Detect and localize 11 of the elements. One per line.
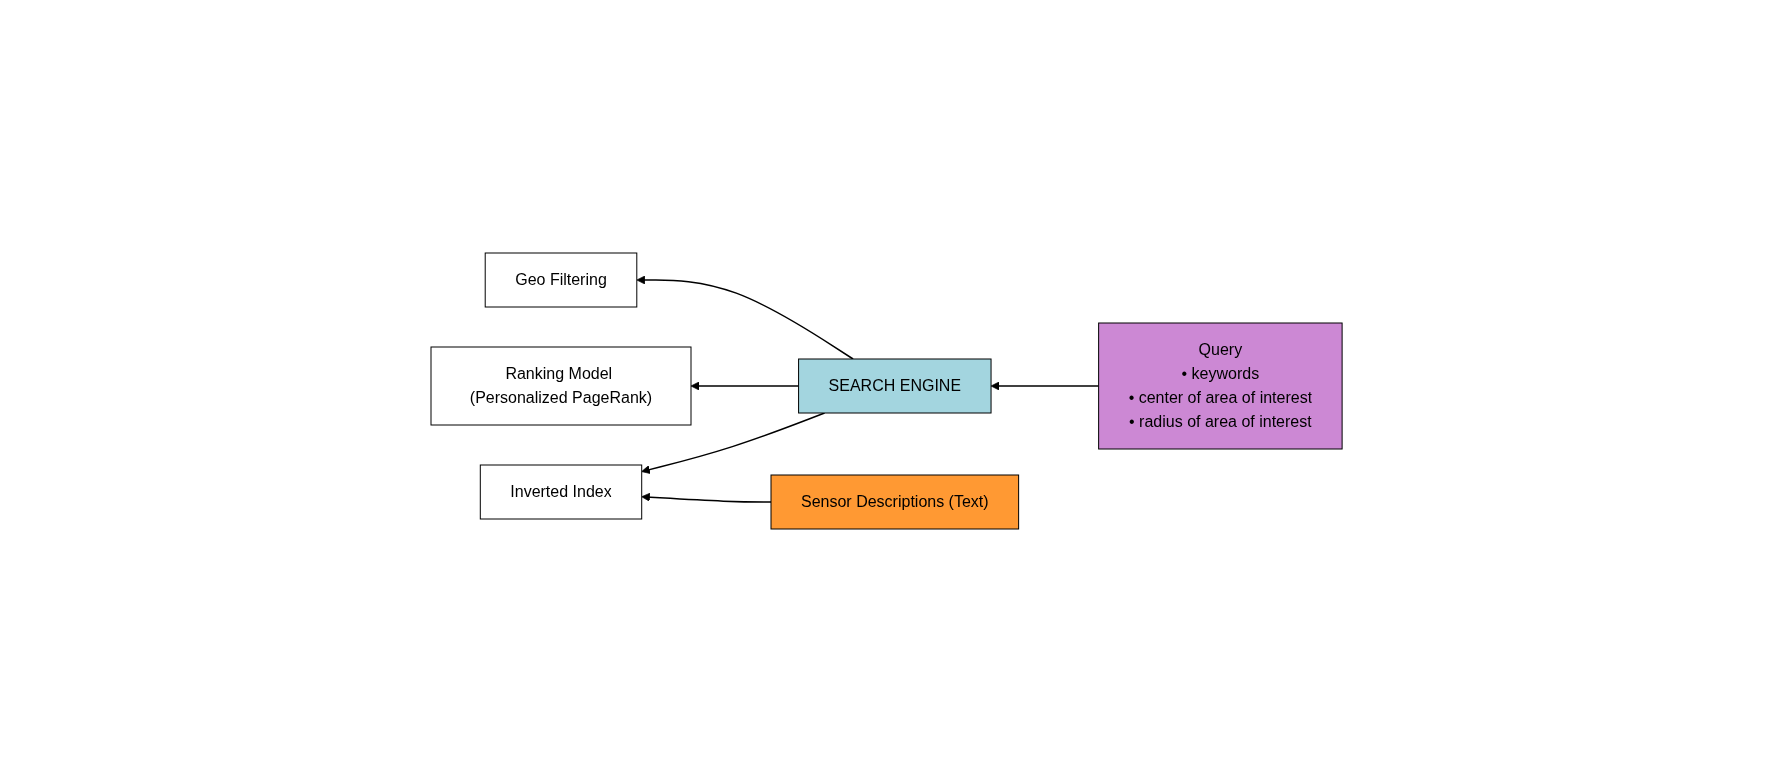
arrow <box>691 381 800 390</box>
node-box: Inverted Index <box>480 464 643 519</box>
node-box: Sensor Descriptions (Text) <box>770 474 1020 529</box>
arrow <box>641 492 773 503</box>
node-box: Query • keywords • center of area of interest • radius of area of interest <box>1098 322 1344 449</box>
arrow <box>641 411 826 474</box>
arrow <box>636 275 855 360</box>
arrow <box>991 381 1100 390</box>
node-box: SEARCH ENGINE <box>798 358 992 413</box>
node-box: Geo Filtering <box>485 252 638 307</box>
node-box: Ranking Model (Personalized PageRank) <box>430 346 692 425</box>
